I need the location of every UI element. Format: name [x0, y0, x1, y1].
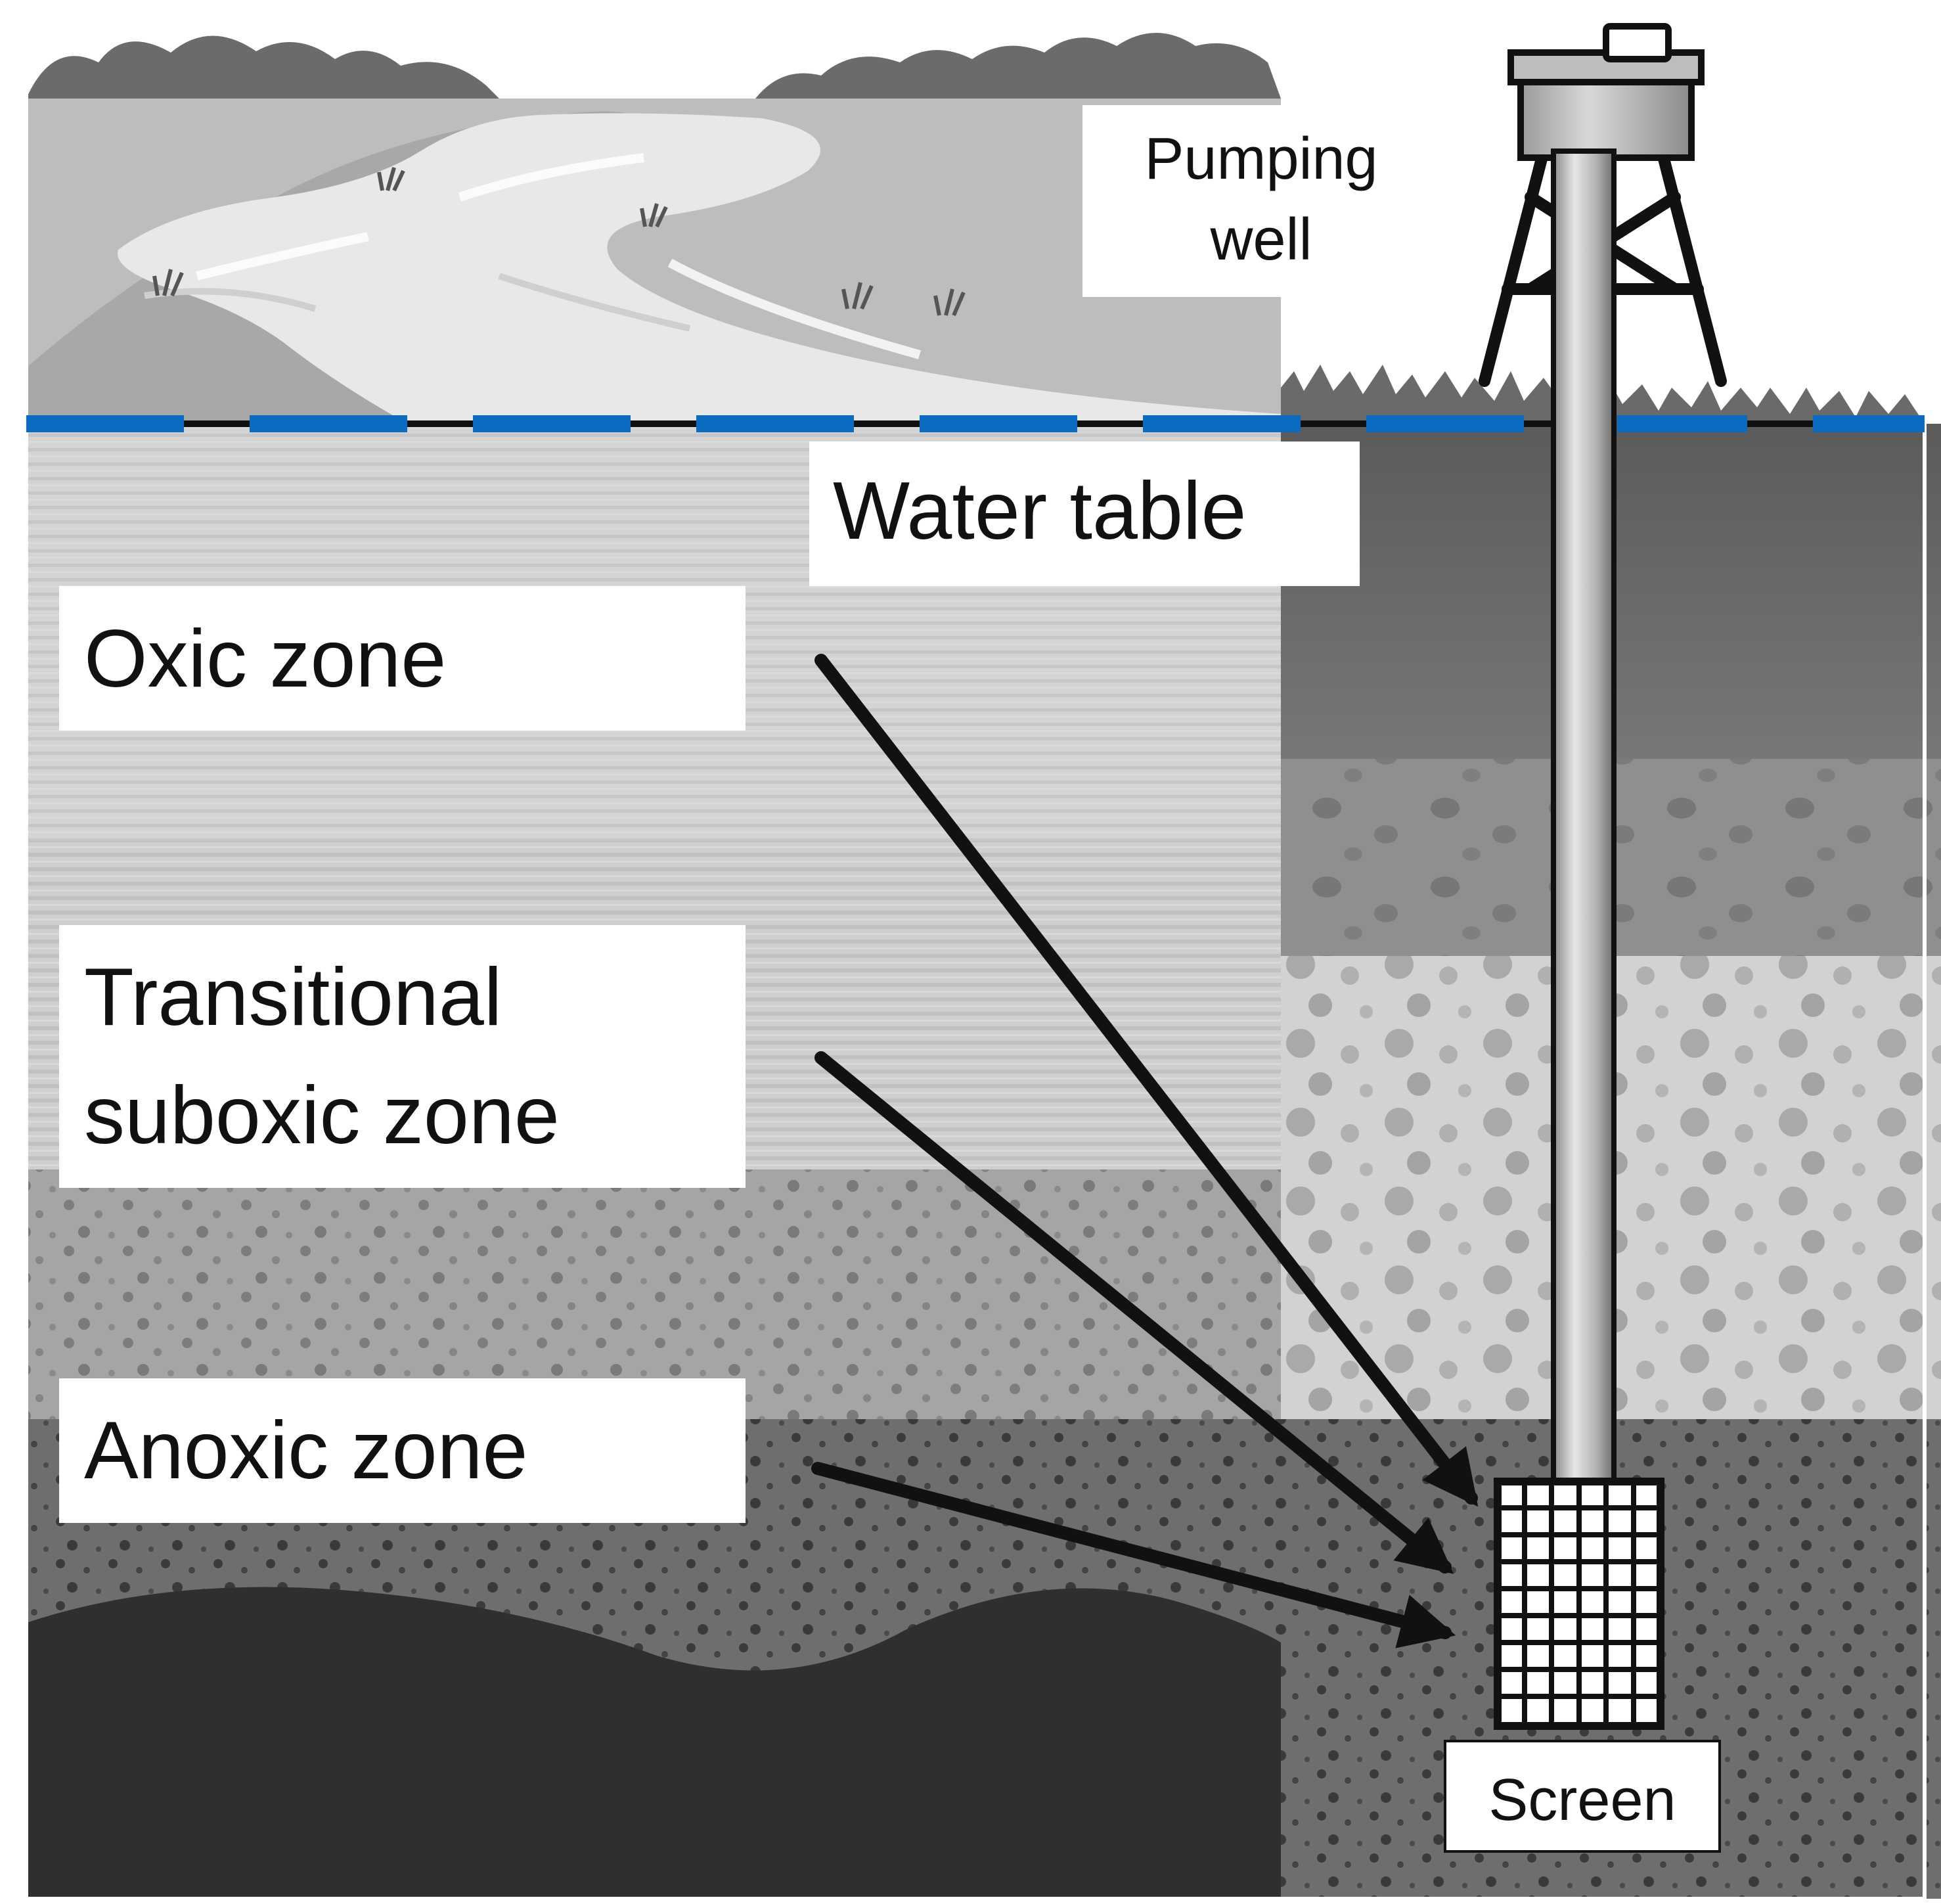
pumping-well-line1: Pumping [1144, 126, 1377, 192]
pumping-well-line2: well [1209, 207, 1312, 273]
label-water-table: Water table [809, 442, 1360, 586]
transitional-line2: suboxic zone [84, 1070, 560, 1161]
arrow-oxic [814, 654, 1479, 1507]
flow-arrows [811, 654, 1479, 1648]
label-screen: Screen [1444, 1740, 1721, 1853]
well-tower-icon [1479, 23, 1727, 1730]
label-anoxic-zone: Anoxic zone [59, 1378, 746, 1523]
river-illustration [118, 113, 1281, 427]
arrow-anoxic [811, 1462, 1456, 1648]
well-pipe [1551, 148, 1617, 1487]
water-table-label: Water table [833, 466, 1246, 556]
well-screen-grid [1494, 1478, 1664, 1730]
label-pumping-well: Pumping well [1082, 105, 1440, 297]
anoxic-zone-label: Anoxic zone [84, 1405, 528, 1496]
transitional-line1: Transitional [84, 952, 502, 1043]
label-oxic-zone: Oxic zone [59, 586, 746, 731]
label-transitional-zone: Transitional suboxic zone [59, 925, 746, 1188]
arrow-transitional [814, 1051, 1454, 1574]
oxic-zone-label: Oxic zone [84, 614, 446, 704]
screen-label: Screen [1488, 1767, 1676, 1833]
